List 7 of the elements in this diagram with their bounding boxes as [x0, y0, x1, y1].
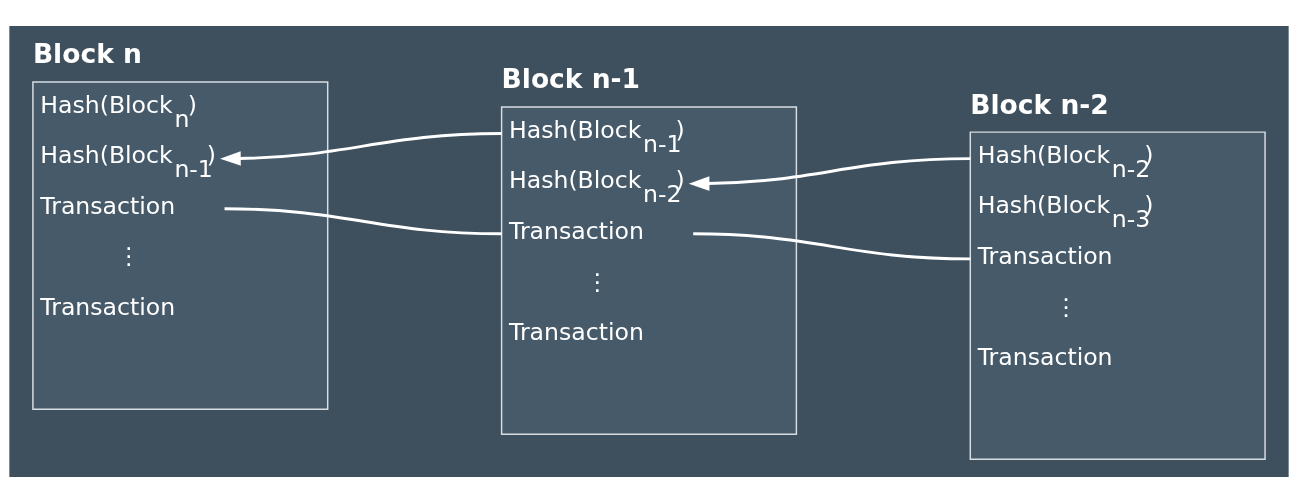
node-label: Block n-2	[970, 88, 1109, 120]
arrow	[688, 156, 971, 191]
connector	[224, 206, 502, 235]
arrow	[220, 131, 502, 166]
connector	[693, 231, 971, 260]
node-label: Block n	[32, 37, 142, 69]
node-label: Block n-1	[501, 62, 641, 94]
